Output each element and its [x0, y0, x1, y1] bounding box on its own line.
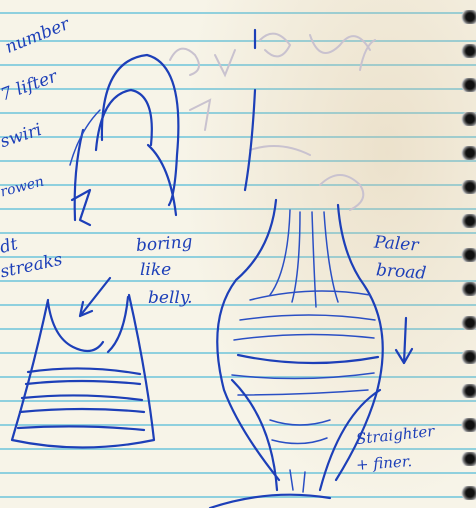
- note-like: like: [140, 262, 171, 279]
- binding-ring: [456, 44, 476, 58]
- binding-ring: [456, 10, 476, 24]
- binding-ring: [456, 316, 476, 330]
- note-paler: Paler: [373, 234, 419, 254]
- binding-ring: [456, 214, 476, 228]
- binding-ring: [456, 112, 476, 126]
- spiral-binding: [456, 0, 476, 508]
- binding-ring: [456, 248, 476, 262]
- note-boring: boring: [135, 234, 193, 255]
- note-finer: + finer.: [356, 454, 413, 473]
- binding-ring: [456, 146, 476, 160]
- note-belly: belly.: [148, 290, 193, 307]
- binding-ring: [456, 486, 476, 500]
- left-arch-sketch: [70, 55, 178, 225]
- binding-ring: [456, 418, 476, 432]
- binding-ring: [456, 180, 476, 194]
- down-arrow: [396, 318, 412, 363]
- belly-sketch: [12, 278, 154, 448]
- binding-ring: [456, 384, 476, 398]
- binding-ring: [456, 350, 476, 364]
- binding-ring: [456, 78, 476, 92]
- binding-ring: [456, 282, 476, 296]
- center-lines: [245, 30, 255, 190]
- note-broad: broad: [375, 262, 426, 282]
- binding-ring: [456, 452, 476, 466]
